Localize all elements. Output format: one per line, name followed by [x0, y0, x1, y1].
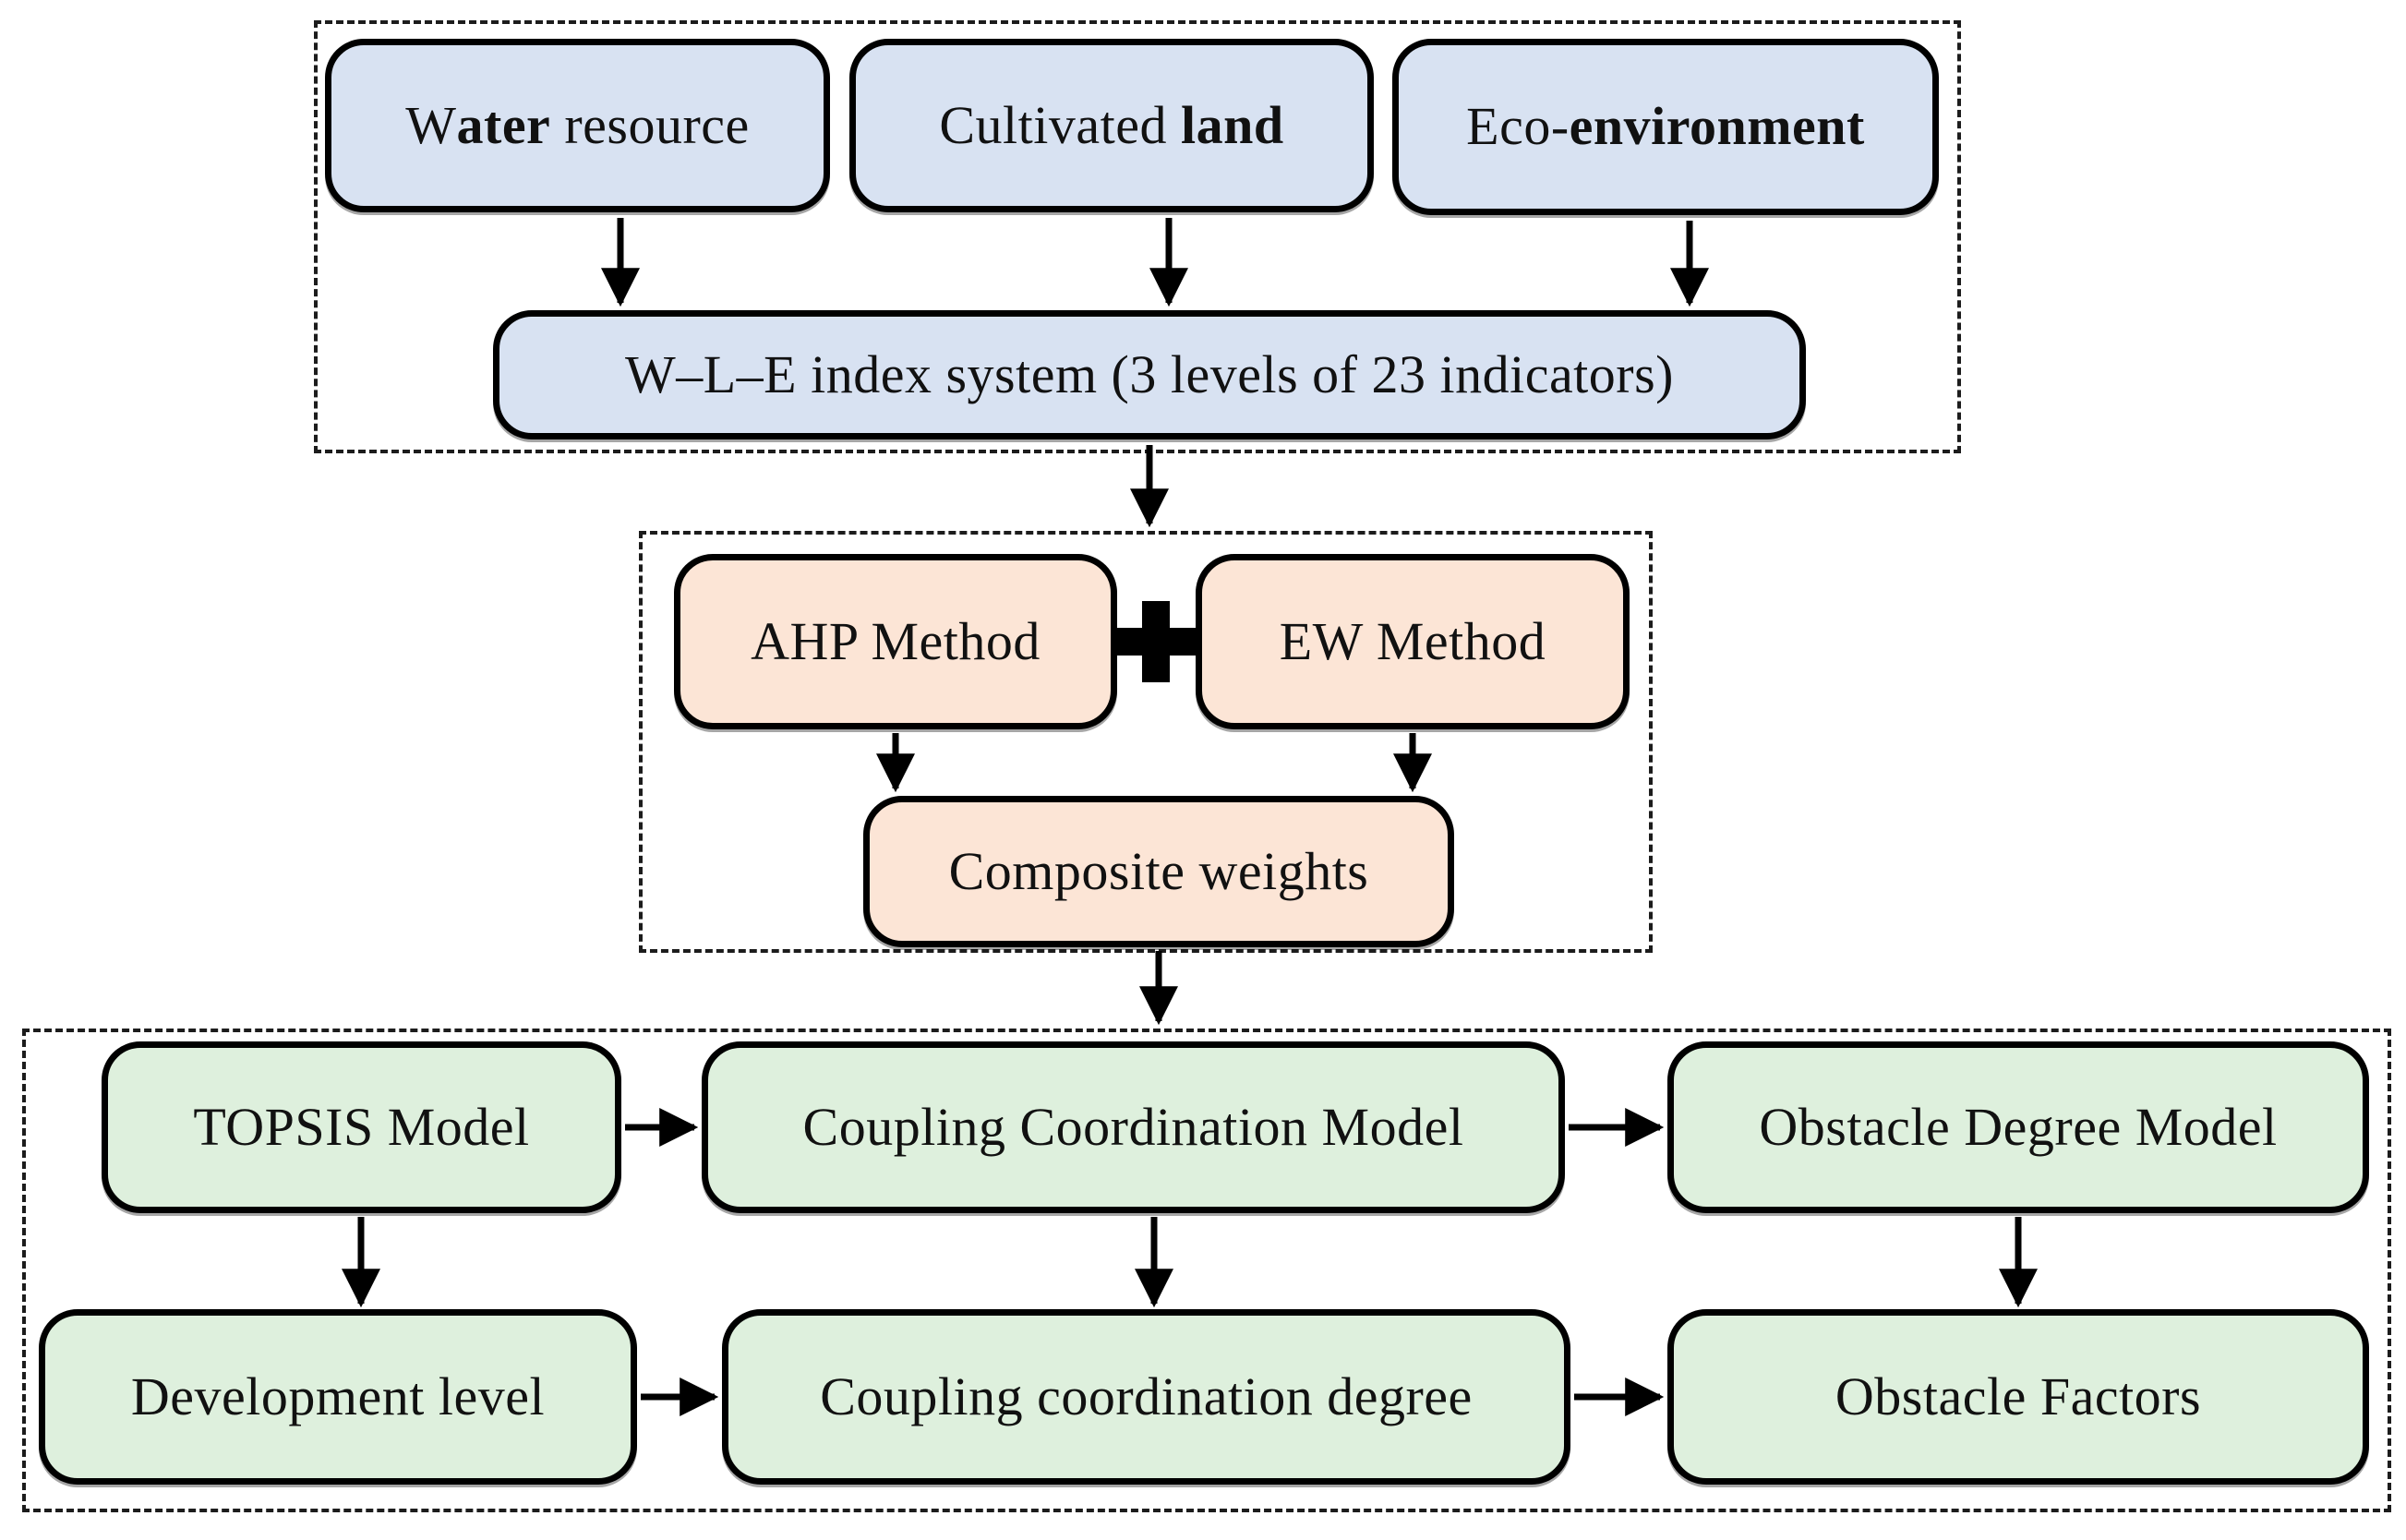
label-segment-bold: land [1181, 94, 1284, 155]
node-label: Coupling Coordination Model [802, 1096, 1464, 1157]
node-label: Obstacle Degree Model [1759, 1096, 2278, 1157]
node-water-resource: Water resource [325, 39, 830, 212]
label-segment: Eco- [1466, 96, 1570, 157]
node-wle-index-system: W–L–E index system (3 levels of 23 indic… [493, 310, 1806, 439]
label-segment-bold: ater [456, 94, 551, 155]
node-cultivated-land: Cultivated land [849, 39, 1374, 212]
node-ahp-method: AHP Method [674, 554, 1117, 729]
node-label: Development level [130, 1366, 546, 1426]
node-label: W–L–E index system (3 levels of 23 indic… [624, 343, 1675, 404]
node-ew-method: EW Method [1196, 554, 1630, 729]
label-segment: resource [550, 94, 750, 155]
node-obstacle-factors: Obstacle Factors [1667, 1309, 2369, 1485]
node-composite-weights: Composite weights [863, 796, 1454, 947]
node-eco-environment: Eco-environment [1392, 39, 1939, 215]
node-label: EW Method [1279, 610, 1546, 671]
plus-icon [1115, 601, 1197, 682]
label-segment-bold: environment [1569, 96, 1865, 157]
node-label: Composite weights [948, 840, 1369, 901]
node-topsis-model: TOPSIS Model [102, 1041, 621, 1213]
node-label: Eco-environment [1466, 96, 1865, 157]
weighting-section [639, 531, 1653, 953]
node-label: Coupling coordination degree [820, 1366, 1473, 1426]
plus-icon-vertical-bar [1142, 601, 1170, 682]
node-label: AHP Method [751, 610, 1041, 671]
node-coupling-coordination-degree: Coupling coordination degree [722, 1309, 1570, 1485]
label-segment: W [405, 94, 457, 155]
node-label: Cultivated land [939, 94, 1284, 155]
node-label: Obstacle Factors [1835, 1366, 2202, 1426]
index-system-section [314, 20, 1961, 453]
node-label: TOPSIS Model [193, 1096, 530, 1157]
node-coupling-coordination-model: Coupling Coordination Model [702, 1041, 1565, 1213]
node-label: Water resource [405, 94, 750, 155]
node-obstacle-degree-model: Obstacle Degree Model [1667, 1041, 2369, 1213]
node-development-level: Development level [39, 1309, 637, 1485]
label-segment: Cultivated [939, 94, 1181, 155]
models-section [22, 1029, 2391, 1512]
